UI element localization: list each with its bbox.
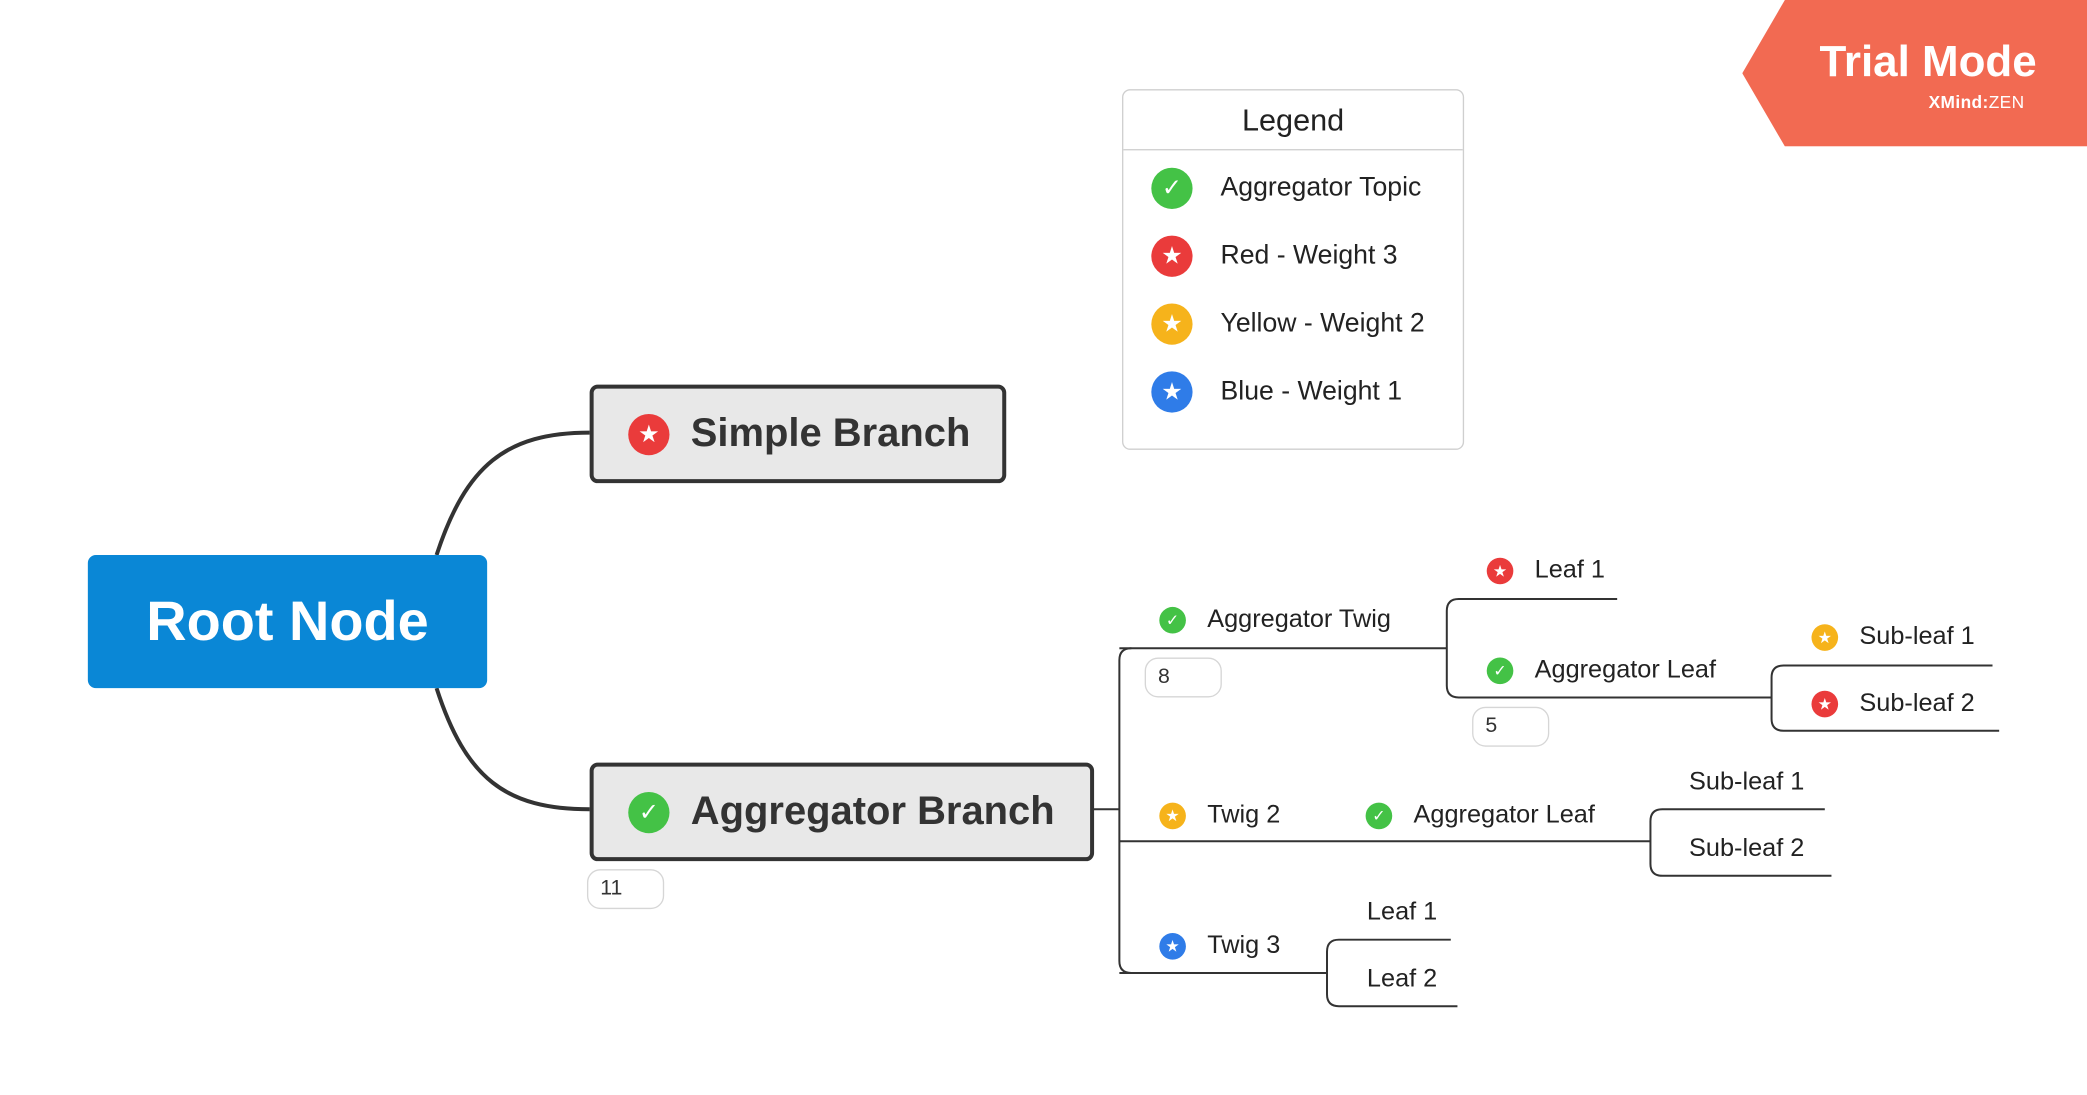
leaf-1[interactable]: Leaf 1	[1367, 898, 1437, 927]
connector-root-simple	[434, 430, 590, 556]
check-icon: ✓	[1151, 167, 1193, 209]
trial-banner-shape	[1742, 0, 2087, 147]
blue-star-icon: ★	[1159, 933, 1186, 960]
legend-item-blue: ★ Blue - Weight 1	[1151, 371, 1403, 413]
yellow-star-icon: ★	[1159, 802, 1186, 830]
sub-leaf-label: Sub-leaf 1	[1859, 622, 1975, 651]
green-check-icon: ✓	[628, 791, 670, 833]
green-check-icon: ✓	[1365, 802, 1393, 830]
red-star-icon: ★	[628, 413, 670, 455]
twig-3[interactable]: ★ Twig 3	[1159, 932, 1280, 961]
connector-aggregator-trunk	[1092, 647, 1132, 974]
trial-mode-banner[interactable]: Trial Mode XMind:ZEN	[1742, 0, 2087, 147]
legend-item-aggregator: ✓ Aggregator Topic	[1151, 167, 1422, 209]
twig-2[interactable]: ★ Twig 2	[1159, 801, 1280, 830]
twig-label: Twig 2	[1207, 801, 1281, 830]
legend-item-label: Aggregator Topic	[1220, 173, 1422, 203]
xmind-zen-logo: XMind:ZEN	[1929, 92, 2025, 112]
sub-leaf-1[interactable]: ★ Sub-leaf 1	[1811, 622, 1975, 652]
brand-suffix: ZEN	[1988, 91, 2025, 112]
connector-aggregator-leaf-children	[1770, 664, 2000, 732]
green-check-icon: ✓	[1486, 657, 1514, 685]
legend-item-label: Blue - Weight 1	[1220, 376, 1403, 406]
legend: Legend ✓ Aggregator Topic ★ Red - Weight…	[1122, 89, 1465, 450]
star-icon: ★	[1151, 371, 1193, 413]
connector-twig3-children	[1326, 938, 1458, 1008]
leaf-label: Leaf 1	[1366, 898, 1438, 927]
legend-item-yellow: ★ Yellow - Weight 2	[1151, 303, 1425, 345]
sub-leaf-label: Sub-leaf 1	[1689, 767, 1805, 796]
sub-leaf-2[interactable]: Sub-leaf 2	[1689, 835, 1804, 864]
leaf-label: Leaf 1	[1534, 556, 1605, 585]
simple-branch-label: Simple Branch	[690, 411, 971, 456]
leaf-label: Aggregator Leaf	[1413, 801, 1595, 830]
green-check-icon: ✓	[1159, 606, 1186, 634]
leaf-label: Leaf 2	[1366, 964, 1438, 993]
simple-branch[interactable]: ★ Simple Branch	[589, 384, 1007, 484]
red-star-icon: ★	[1811, 690, 1839, 718]
twig-label: Twig 3	[1207, 931, 1281, 960]
leaf-label: Aggregator Leaf	[1534, 656, 1717, 685]
legend-item-red: ★ Red - Weight 3	[1151, 235, 1398, 277]
leaf-1[interactable]: ★ Leaf 1	[1486, 556, 1605, 585]
leaf-2[interactable]: Leaf 2	[1367, 965, 1437, 994]
aggregator-branch-label: Aggregator Branch	[690, 789, 1055, 834]
sub-leaf-1[interactable]: Sub-leaf 1	[1689, 768, 1804, 797]
aggregator-twig-count: 8	[1144, 657, 1222, 698]
star-icon: ★	[1151, 235, 1193, 277]
aggregator-leaf[interactable]: ✓ Aggregator Leaf	[1365, 801, 1595, 830]
root-node[interactable]: Root Node	[87, 555, 488, 689]
sub-leaf-2[interactable]: ★ Sub-leaf 2	[1811, 689, 1975, 718]
legend-item-label: Yellow - Weight 2	[1220, 308, 1425, 339]
connector-root-aggregator	[434, 687, 590, 812]
legend-title: Legend	[1123, 91, 1463, 151]
legend-item-label: Red - Weight 3	[1220, 240, 1398, 271]
red-star-icon: ★	[1486, 557, 1514, 585]
brand-name: XMind	[1928, 91, 1983, 112]
trial-mode-title: Trial Mode	[1819, 35, 2037, 86]
twig-aggregator[interactable]: ✓ Aggregator Twig	[1159, 606, 1391, 635]
aggregator-branch[interactable]: ✓ Aggregator Branch	[589, 762, 1095, 862]
connector-twig2-leaf-children	[1649, 808, 1832, 877]
sub-leaf-label: Sub-leaf 2	[1859, 689, 1975, 718]
connector-aggregator-twig-children	[1445, 597, 1772, 699]
twig-label: Aggregator Twig	[1207, 605, 1391, 634]
aggregator-leaf[interactable]: ✓ Aggregator Leaf	[1486, 656, 1717, 685]
aggregator-leaf-count: 5	[1472, 706, 1550, 747]
brand-separator: :	[1982, 91, 1989, 112]
aggregator-branch-count: 11	[586, 869, 665, 910]
yellow-star-icon: ★	[1811, 624, 1839, 651]
sub-leaf-label: Sub-leaf 2	[1689, 834, 1805, 863]
star-icon: ★	[1151, 303, 1193, 345]
